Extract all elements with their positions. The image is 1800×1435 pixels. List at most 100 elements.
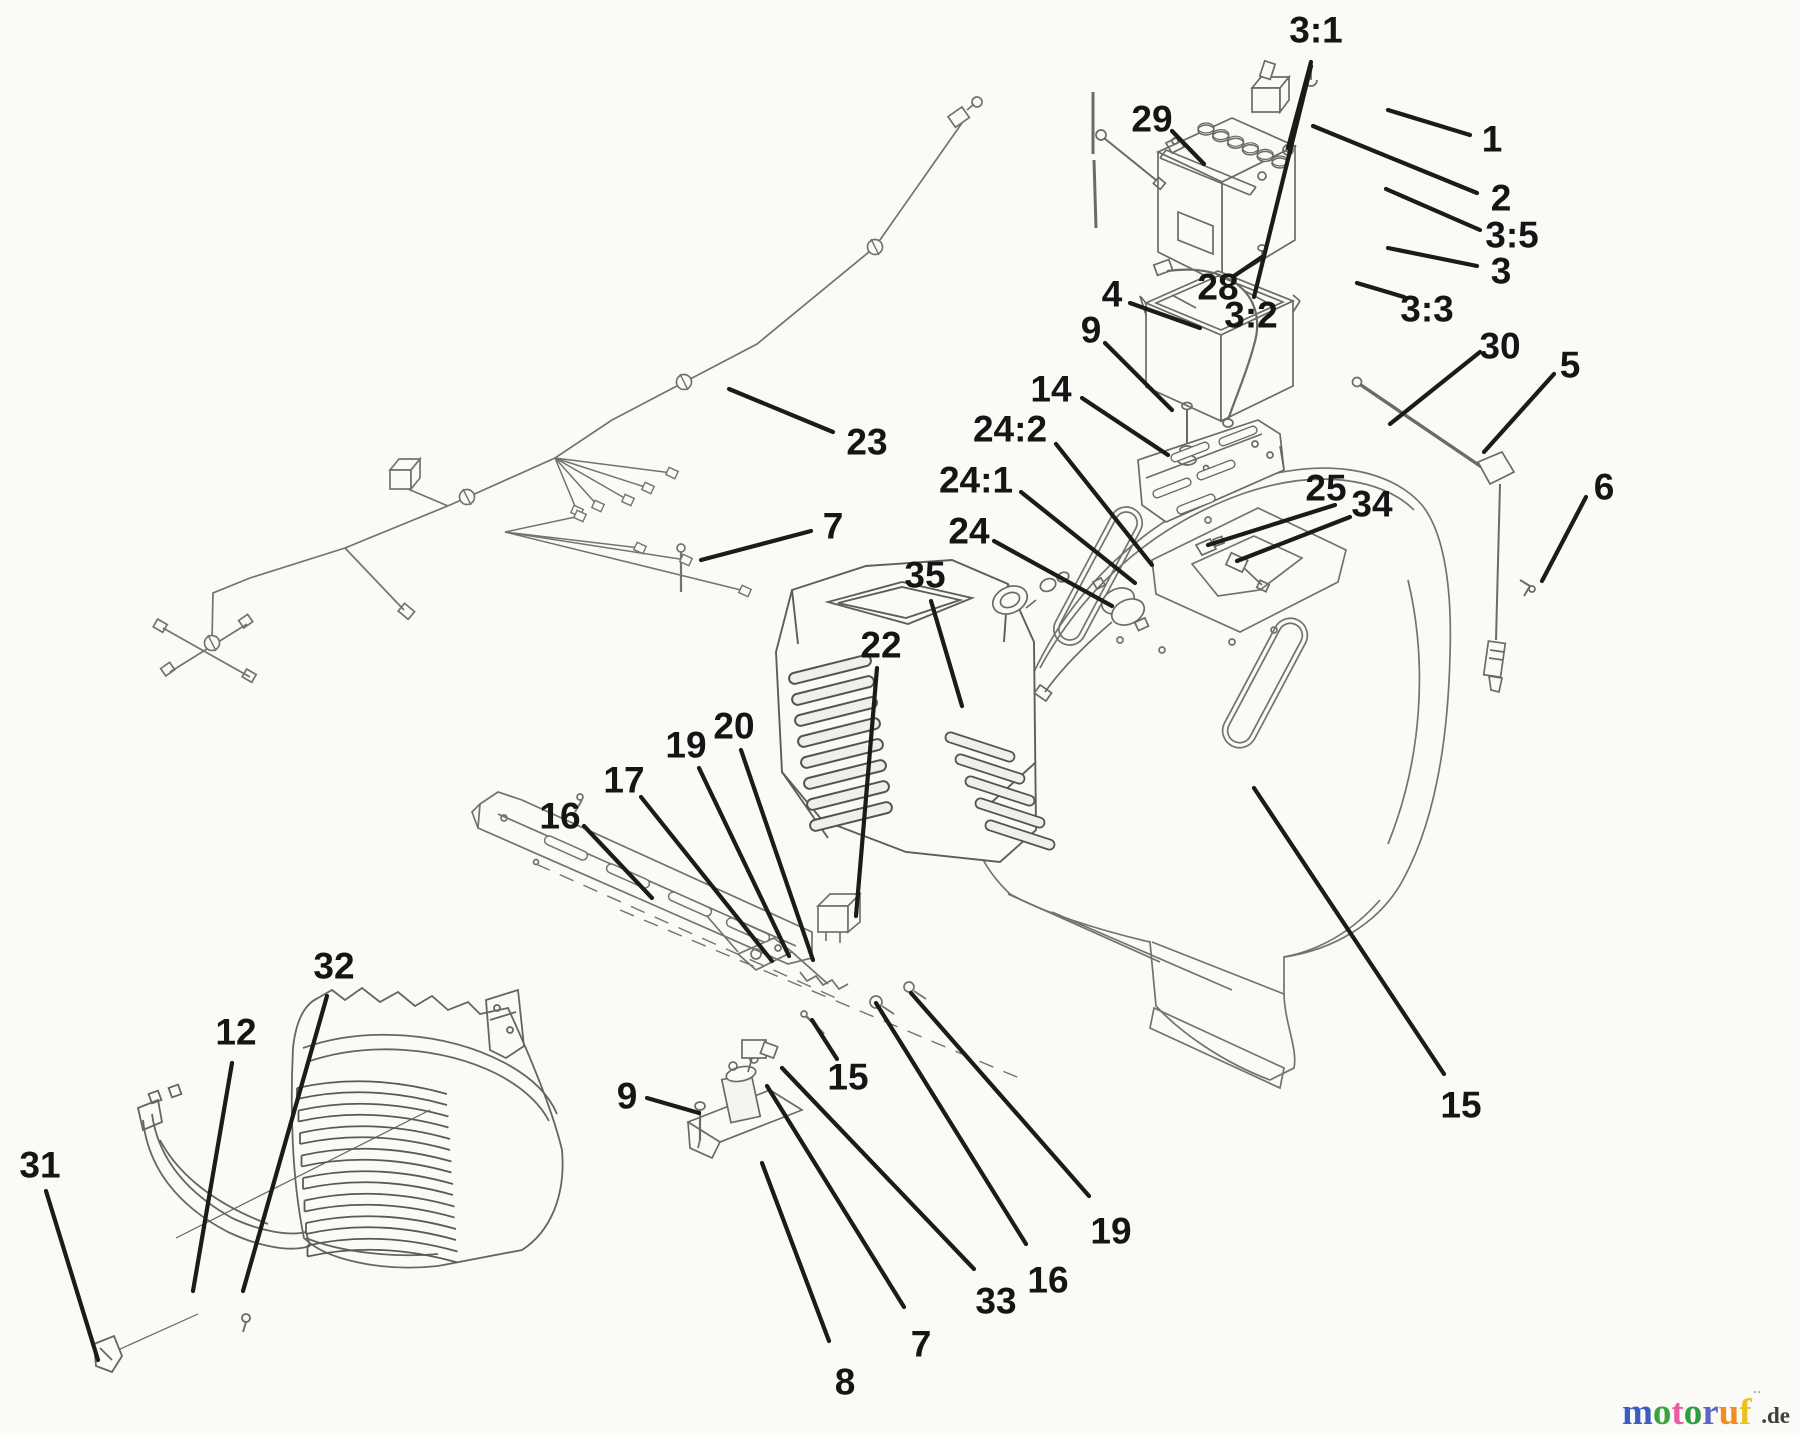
rail-slot xyxy=(543,835,589,861)
rail-slot xyxy=(667,891,713,917)
grille-slat xyxy=(304,1192,455,1208)
leader-line xyxy=(908,990,1092,1199)
leader-line xyxy=(1539,494,1589,584)
console-louver xyxy=(788,654,872,685)
wire-connector xyxy=(620,493,636,507)
console-louver xyxy=(797,717,881,748)
leader-line xyxy=(928,598,965,709)
bracket-slot xyxy=(1170,441,1210,463)
logo-trademark-dots: ˙˙ xyxy=(1752,1388,1762,1403)
part-label-3-3: 3:3 xyxy=(1400,289,1453,330)
leader-line xyxy=(809,1017,840,1062)
part-label-12: 12 xyxy=(215,1012,256,1053)
leader-line xyxy=(1053,441,1155,568)
bracket-slot xyxy=(1218,425,1258,447)
part-label-1: 1 xyxy=(1482,119,1503,160)
leader-line xyxy=(873,1000,1029,1247)
part-label-24: 24 xyxy=(948,511,990,552)
leader-line xyxy=(1481,371,1557,455)
part-label-7: 7 xyxy=(823,506,844,547)
bracket-slot xyxy=(1152,477,1192,499)
bracket-slot xyxy=(1176,493,1216,515)
part-label-16: 16 xyxy=(539,796,580,837)
leader-line xyxy=(779,1065,977,1272)
solenoid xyxy=(686,1039,804,1160)
leader-line xyxy=(726,386,836,435)
part-label-22: 22 xyxy=(860,625,901,666)
grille-slat xyxy=(307,1237,458,1253)
console-louver xyxy=(800,738,884,769)
motoruf-logo[interactable]: motoruf˙˙.de xyxy=(1622,1389,1790,1431)
part-label-20: 20 xyxy=(713,706,754,747)
grille-slat xyxy=(296,1080,448,1095)
leader-line xyxy=(638,794,775,964)
leader-line xyxy=(696,765,792,959)
console-louver xyxy=(974,797,1046,829)
logo-domain-suffix: .de xyxy=(1761,1403,1790,1428)
part-label-25: 25 xyxy=(1305,468,1346,509)
console-louver xyxy=(964,775,1036,807)
bracket-slot xyxy=(1196,459,1236,481)
logo-letter: t xyxy=(1671,1392,1684,1433)
leader-line xyxy=(581,823,655,901)
console-louver xyxy=(944,731,1016,763)
leader-line xyxy=(1385,107,1473,138)
leader-line xyxy=(759,1160,832,1344)
battery-cable xyxy=(1152,258,1259,428)
wire-connector xyxy=(737,584,753,598)
part-label-6: 6 xyxy=(1594,467,1615,508)
part-label-4: 4 xyxy=(1102,274,1123,315)
logo-letter: r xyxy=(1702,1392,1719,1433)
part-label-35: 35 xyxy=(904,555,945,596)
part-label-7: 7 xyxy=(911,1324,932,1365)
part-label-3-5: 3:5 xyxy=(1485,215,1538,256)
corner-bracket xyxy=(93,1334,124,1374)
logo-letter: o xyxy=(1652,1392,1672,1433)
leader-line xyxy=(1102,340,1175,413)
leader-line xyxy=(1383,186,1483,233)
wire-connector xyxy=(590,499,606,513)
support-rod xyxy=(1351,376,1536,694)
part-label-9: 9 xyxy=(1081,310,1102,351)
leader-lines xyxy=(43,59,1589,1363)
logo-letter: m xyxy=(1622,1392,1653,1433)
grille-slat xyxy=(298,1102,449,1118)
leader-line xyxy=(1079,395,1171,458)
leader-line xyxy=(1018,489,1138,586)
logo-letter: o xyxy=(1683,1392,1703,1433)
grille-slat xyxy=(302,1170,454,1185)
part-label-24-2: 24:2 xyxy=(973,409,1047,450)
part-label-3-1: 3:1 xyxy=(1289,10,1342,51)
leader-line xyxy=(190,1060,235,1294)
part-label-33: 33 xyxy=(975,1281,1016,1322)
part-label-3-2: 3:2 xyxy=(1224,295,1277,336)
part-label-16: 16 xyxy=(1027,1260,1068,1301)
leader-line xyxy=(43,1188,101,1363)
leader-line xyxy=(1231,254,1265,279)
leader-line xyxy=(738,747,816,963)
leader-line xyxy=(698,528,814,563)
leader-line xyxy=(644,1095,702,1116)
logo-letter: f xyxy=(1739,1392,1752,1433)
wire-connector xyxy=(664,466,680,480)
leader-line xyxy=(853,665,880,919)
console-louver xyxy=(984,819,1056,851)
bumper xyxy=(117,1083,431,1351)
part-label-9: 9 xyxy=(617,1076,638,1117)
leader-line xyxy=(1251,785,1447,1077)
ignition-switch xyxy=(991,535,1271,703)
part-label-23: 23 xyxy=(846,422,887,463)
part-label-31: 31 xyxy=(19,1145,60,1186)
front-grille xyxy=(290,986,564,1269)
generated-art xyxy=(203,122,1289,1264)
part-label-17: 17 xyxy=(603,760,644,801)
part-label-14: 14 xyxy=(1030,369,1072,410)
leader-line xyxy=(764,1083,907,1310)
leader-line xyxy=(1385,245,1480,269)
part-label-24-1: 24:1 xyxy=(939,460,1013,501)
console-louver xyxy=(803,759,887,790)
leader-line xyxy=(1251,63,1314,300)
